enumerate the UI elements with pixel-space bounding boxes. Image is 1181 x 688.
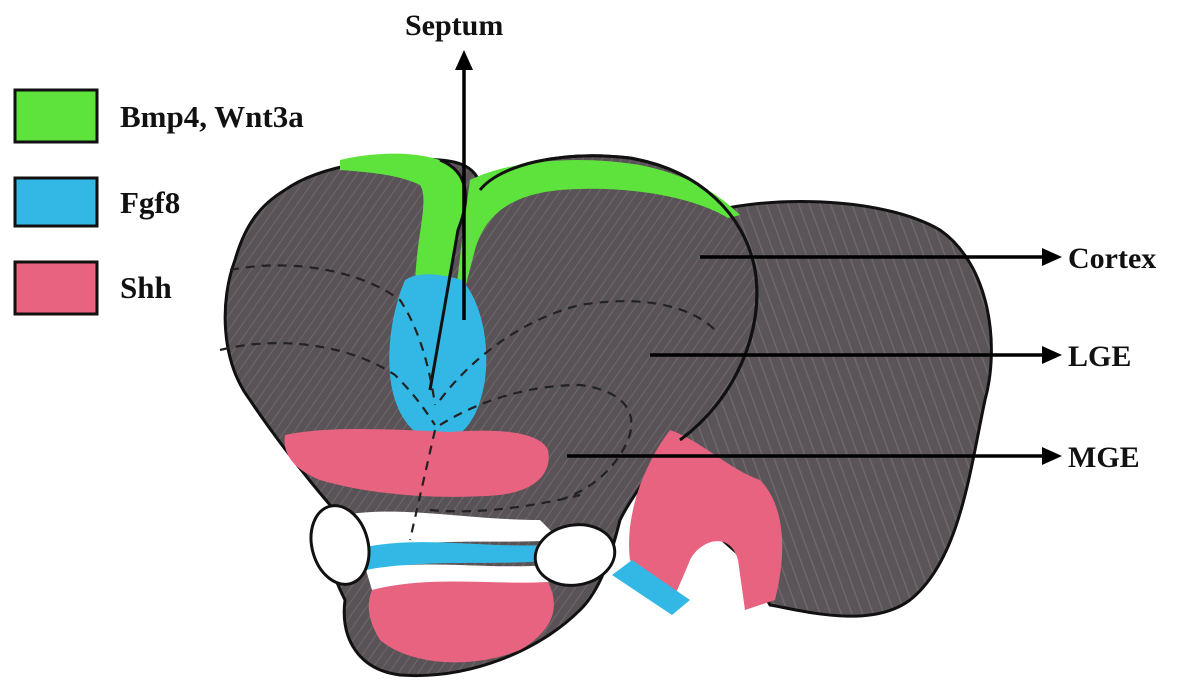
fgf8-septal-region [389, 274, 486, 441]
arrowhead-mge [1042, 447, 1062, 465]
label-lge: LGE [1068, 340, 1131, 373]
arrowhead-lge [1042, 346, 1062, 364]
legend-swatch-fgf8 [15, 178, 97, 226]
legend-swatch-shh [15, 262, 97, 314]
label-cortex: Cortex [1068, 242, 1156, 275]
brain-section [220, 154, 991, 676]
label-mge: MGE [1068, 441, 1140, 474]
legend-label-fgf8: Fgf8 [120, 185, 180, 220]
legend-swatch-bmp4-wnt3a [15, 90, 97, 142]
shh-ventral-region [369, 581, 554, 662]
arrowhead-cortex [1042, 248, 1062, 266]
arrowhead-septum [455, 50, 473, 70]
legend-label-shh: Shh [120, 270, 172, 305]
legend-label-bmp4-wnt3a: Bmp4, Wnt3a [120, 99, 304, 134]
label-septum: Septum [405, 9, 503, 42]
